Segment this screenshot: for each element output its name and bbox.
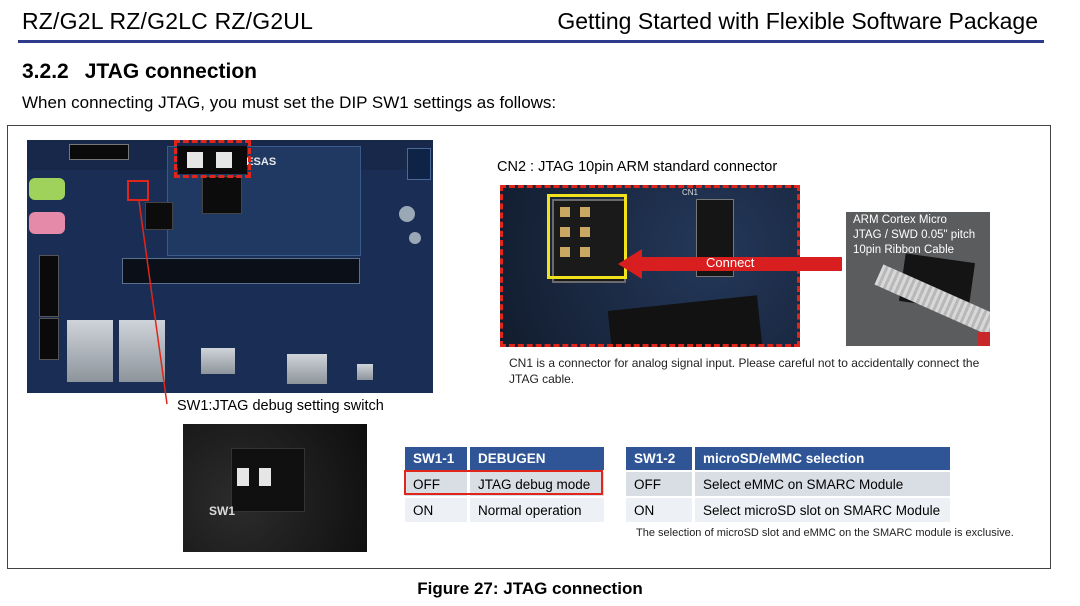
document-header-left: RZ/G2L RZ/G2LC RZ/G2UL: [22, 8, 314, 34]
jtag-mode-highlight: [404, 470, 603, 495]
table-header: SW1-2: [626, 447, 695, 471]
audio-jack-pink: [29, 212, 65, 234]
ribbon-cable-photo: [846, 212, 990, 346]
som-module: [167, 146, 361, 256]
exclusive-note: The selection of microSD slot and eMMC o…: [636, 527, 1014, 539]
table-row: OFF JTAG debug mode: [405, 470, 607, 497]
connect-label: Connect: [706, 255, 755, 270]
cn2-label: CN2 : JTAG 10pin ARM standard connector: [497, 159, 778, 175]
figure-frame: [7, 125, 1051, 569]
table-cell: Select microSD slot on SMARC Module: [693, 496, 953, 522]
media-selection-table: SW1-2 microSD/eMMC selection OFF Select …: [626, 447, 953, 522]
smarc-slot: [122, 258, 360, 284]
dip-silkscreen: SW1: [209, 504, 236, 518]
connect-arrow-head: [618, 249, 642, 279]
ribbon-cable-caption: ARM Cortex Micro JTAG / SWD 0.05" pitch …: [853, 214, 976, 256]
section-number: 3.2.2: [22, 60, 69, 83]
table-row: ON Normal operation: [405, 496, 607, 522]
intro-paragraph: When connecting JTAG, you must set the D…: [22, 93, 557, 112]
cn1-warning-note: CN1 is a connector for analog signal inp…: [509, 356, 980, 386]
document-header-right: Getting Started with Flexible Software P…: [557, 8, 1038, 34]
section-heading: 3.2.2 JTAG connection: [22, 60, 257, 84]
table-cell: Select eMMC on SMARC Module: [693, 470, 953, 497]
table-header: DEBUGEN: [468, 447, 607, 471]
table-header-row: SW1-2 microSD/eMMC selection: [626, 447, 953, 471]
table-cell: JTAG debug mode: [468, 470, 607, 497]
cn1-silkscreen: CN1: [682, 188, 699, 197]
connect-arrow: [640, 257, 842, 271]
table-cell: ON: [405, 496, 470, 522]
table-row: OFF Select eMMC on SMARC Module: [626, 470, 953, 497]
table-cell: OFF: [626, 470, 695, 497]
table-row: ON Select microSD slot on SMARC Module: [626, 496, 953, 522]
ethernet-port: [67, 320, 113, 382]
figure-caption: Figure 27: JTAG connection: [417, 579, 643, 598]
sw1-location-marker: [127, 180, 149, 201]
section-title: JTAG connection: [84, 60, 258, 83]
table-header-row: SW1-1 DEBUGEN: [405, 447, 607, 471]
table-cell: ON: [626, 496, 695, 522]
table-cell: OFF: [405, 470, 470, 497]
cn2-highlight: [547, 194, 627, 279]
table-header: SW1-1: [405, 447, 470, 471]
audio-jack-green: [29, 178, 65, 200]
table-header: microSD/eMMC selection: [693, 447, 953, 471]
sw1-label: SW1:JTAG debug setting switch: [177, 398, 384, 414]
dip-switch-photo: SW1: [183, 424, 367, 552]
table-cell: Normal operation: [468, 496, 607, 522]
debugen-table: SW1-1 DEBUGEN OFF JTAG debug mode ON Nor…: [405, 447, 607, 522]
header-divider: [18, 40, 1044, 43]
dip-switch-highlight: [174, 140, 251, 178]
